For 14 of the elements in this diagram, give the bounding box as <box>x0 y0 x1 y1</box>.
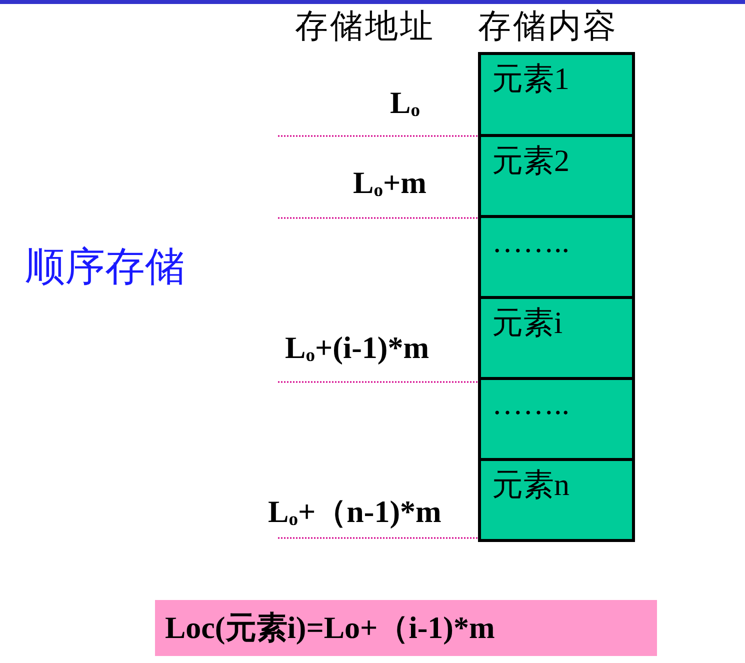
address-label: L$_{o}$+(i-1)*m <box>285 331 430 368</box>
memory-cell: 元素2 <box>478 134 635 218</box>
address-label: L$_{o}$ <box>390 86 420 123</box>
memory-cell: 元素1 <box>478 52 635 137</box>
memory-cell: …….. <box>478 215 635 299</box>
memory-cell: 元素n <box>478 458 635 542</box>
section-title: 顺序存储 <box>25 244 185 290</box>
address-label: L$_{o}$+（n-1)*m <box>268 495 442 532</box>
formula-box: Loc(元素i)=Lo+（i-1)*m <box>155 600 657 656</box>
memory-cell: …….. <box>478 377 635 461</box>
column-heading: 存储内容 <box>478 8 618 46</box>
column-heading: 存储地址 <box>295 8 435 46</box>
address-label: L$_{o}$+m <box>353 166 426 203</box>
memory-cell: 元素i <box>478 296 635 380</box>
